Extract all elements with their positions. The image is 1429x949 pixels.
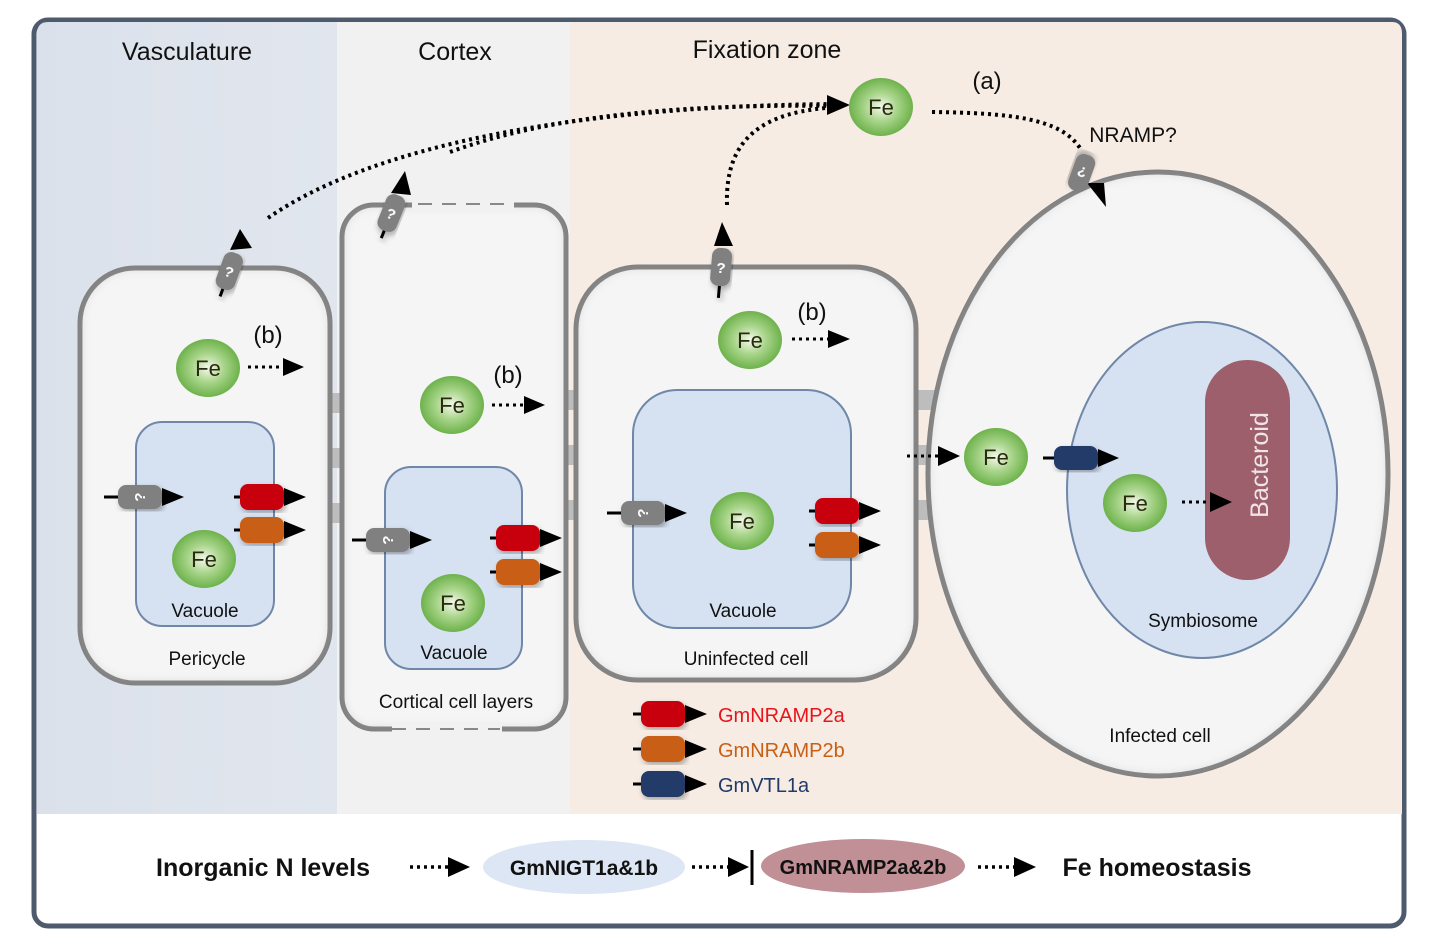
fe-pericycle-vacuole: Fe: [172, 530, 236, 588]
question-transporter-icon: ?: [215, 252, 243, 297]
nramp2a-transporter: [490, 525, 562, 551]
regulatory-pathway: Inorganic N levels GmNIGT1a&1b GmNRAMP2a…: [156, 839, 1251, 894]
iron-label: Fe: [440, 591, 466, 616]
iron-icon: [421, 574, 485, 632]
iron-icon: [1103, 474, 1167, 532]
svg-text:?: ?: [716, 260, 727, 278]
iron-label: Fe: [983, 445, 1009, 470]
fe-apoplast: Fe: [849, 78, 913, 136]
fe-uninfected-cytosol: Fe: [718, 311, 782, 369]
nramp2b-transporter: [809, 532, 881, 558]
iron-label: Fe: [195, 356, 221, 381]
nramp2b-transporter: [490, 559, 562, 585]
bacteroid: [1205, 360, 1290, 580]
unknown-transporter-pm: ? ? ? ?: [215, 153, 1096, 299]
pathway-start: Inorganic N levels: [156, 854, 370, 882]
annotation-b-pericycle: (b): [253, 322, 282, 349]
fe-cortical-vacuole: Fe: [421, 574, 485, 632]
iron-label: Fe: [439, 393, 465, 418]
vtl1a-transporter: [1043, 446, 1119, 470]
question-transporter-icon: ?: [352, 528, 432, 552]
legend-swatch: [641, 771, 685, 797]
vacuole-label: Vacuole: [171, 601, 238, 622]
iron-label: Fe: [1122, 491, 1148, 516]
legend-item: GmNRAMP2a: [633, 701, 846, 727]
annotation-b-uninfected: (b): [797, 299, 826, 326]
nramp2a-transporter: [234, 484, 306, 510]
svg-text:?: ?: [380, 535, 397, 544]
nramp2a-transporter: [809, 498, 881, 524]
long-distance-paths: [266, 102, 1082, 220]
fe-symbiosome: Fe: [1103, 474, 1167, 532]
arrow-b-uninfected: [792, 330, 850, 348]
pathway-arrow-icon: [1014, 857, 1036, 877]
question-transporter-icon: ?: [607, 501, 687, 525]
legend-label: GmVTL1a: [718, 775, 810, 797]
annotation-b-cortical: (b): [493, 362, 522, 389]
long-distance-arrowheads: [230, 95, 1106, 250]
iron-icon: [849, 78, 913, 136]
vacuole-import-transporters: ? ? ?: [104, 485, 687, 552]
annotation-a: (a): [972, 68, 1001, 95]
infected-cell: Bacteroid Symbiosome Infected cell: [925, 169, 1391, 779]
arrow-b-cortical: [492, 396, 545, 414]
vacuole-label: Vacuole: [420, 643, 487, 664]
cell-label-cortical: Cortical cell layers: [379, 692, 533, 713]
iron-label: Fe: [737, 328, 763, 353]
pathway-node1: GmNIGT1a&1b: [510, 857, 658, 880]
legend-item: GmVTL1a: [633, 771, 810, 797]
fe-pericycle-cytosol: Fe: [176, 339, 240, 397]
bacteroid-label: Bacteroid: [1246, 412, 1274, 518]
nramp-transporters: [234, 484, 881, 585]
short-arrows: [248, 330, 1232, 512]
pericycle-cell: Vacuole Pericycle: [77, 265, 333, 686]
nramp-transporter-icon: ?: [1068, 153, 1096, 192]
pathway-node2: GmNRAMP2a&2b: [780, 857, 947, 879]
question-transporter-icon: ?: [710, 247, 733, 299]
iron-icon: [420, 376, 484, 434]
cell-label-pericycle: Pericycle: [168, 649, 245, 670]
fe-uninfected-vacuole: Fe: [710, 492, 774, 550]
cell-label-uninfected: Uninfected cell: [684, 649, 809, 670]
svg-text:?: ?: [132, 492, 149, 501]
iron-icon: [172, 530, 236, 588]
fe-infected-cytosol: Fe: [964, 428, 1028, 486]
arrow-b-pericycle: [248, 358, 304, 376]
pathway-node2-bg: [761, 839, 965, 893]
legend-label: GmNRAMP2b: [718, 740, 845, 762]
iron-icon: [964, 428, 1028, 486]
legend-swatch: [641, 736, 685, 762]
legend-label: GmNRAMP2a: [718, 705, 846, 727]
region-title-fixation-zone: Fixation zone: [693, 36, 842, 64]
vacuole-label: Vacuole: [709, 601, 776, 622]
nramp2b-transporter: [234, 517, 306, 543]
pathway-arrow-icon: [448, 857, 470, 877]
question-transporter-icon: ?: [104, 485, 184, 509]
pathway-arrow-icon: [728, 857, 749, 877]
cortical-cell: Vacuole Cortical cell layers: [339, 196, 569, 736]
annotation-nramp-question: NRAMP?: [1089, 124, 1177, 147]
region-title-vasculature: Vasculature: [122, 38, 252, 66]
iron-icon: [710, 492, 774, 550]
iron-label: Fe: [191, 547, 217, 572]
arrow-into-infected: [907, 446, 960, 466]
iron-label: Fe: [729, 509, 755, 534]
iron-label: Fe: [868, 95, 894, 120]
question-transporter-icon: ?: [377, 194, 406, 239]
cell-label-infected: Infected cell: [1109, 726, 1210, 747]
fe-cortical-cytosol: Fe: [420, 376, 484, 434]
legend-swatch: [641, 701, 685, 727]
iron-icon: [176, 339, 240, 397]
iron-icon: [718, 311, 782, 369]
legend-item: GmNRAMP2b: [633, 736, 845, 762]
svg-text:?: ?: [635, 508, 652, 517]
region-title-cortex: Cortex: [418, 38, 492, 66]
arrow-to-bacteroid: [1182, 492, 1232, 512]
pathway-end: Fe homeostasis: [1063, 854, 1252, 882]
symbiosome-label: Symbiosome: [1148, 611, 1258, 632]
pathway-node1-bg: [483, 840, 685, 894]
